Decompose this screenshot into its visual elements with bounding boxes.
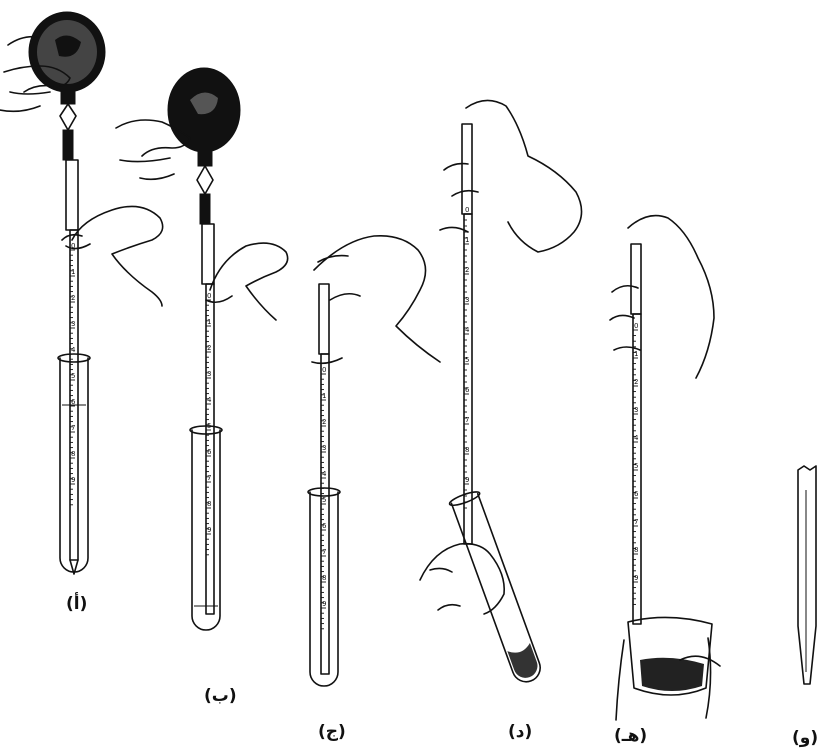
pipette-scales: 0 1 2 3 4 5 6 7 8 9 0 1 2 3 4 5 6 7 8 9 0 1 2 3 4 5 6 7 8 9 0 1 2 3 4 5 6 7 8 9… (70, 206, 639, 629)
scale-label-d: 7 (465, 416, 469, 424)
scale-label-a: 1 (71, 268, 75, 276)
scale-label-e: 5 (634, 462, 638, 470)
hand-a-middle (62, 206, 163, 306)
scale-label-b: 6 (207, 448, 212, 456)
pipette-c (319, 284, 329, 674)
scale-label-a: 9 (71, 476, 75, 484)
scale-label-d: 1 (465, 236, 469, 244)
test-tube-a (58, 354, 90, 572)
scale-label-b: 7 (207, 474, 211, 482)
pipette-a (66, 160, 78, 574)
scale-label-d: 6 (465, 386, 470, 394)
panel-b (116, 68, 288, 630)
panel-a (0, 12, 163, 574)
scale-label-e: 9 (634, 574, 638, 582)
scale-label-c: 5 (322, 496, 326, 504)
hand-e-top (610, 216, 714, 378)
scale-label-e: 7 (634, 518, 638, 526)
scale-label-d: 9 (465, 476, 469, 484)
panel-c (308, 236, 440, 686)
scale-label-c: 8 (322, 574, 326, 582)
scale-label-a: 6 (71, 398, 76, 406)
caption-panel-e: (هـ) (614, 726, 647, 746)
scale-label-c: 1 (322, 392, 326, 400)
caption-panel-c: (ج) (318, 722, 346, 742)
scale-label-c: 9 (322, 600, 326, 608)
caption-panel-d: (د) (508, 722, 532, 742)
scale-label-d: 3 (465, 296, 469, 304)
caption-panel-f: (و) (792, 728, 818, 748)
scale-label-d: 8 (465, 446, 469, 454)
scale-label-d: 5 (465, 356, 469, 364)
scale-label-e: 4 (634, 434, 639, 442)
scale-label-a: 2 (71, 294, 75, 302)
hand-b-middle (206, 243, 288, 320)
scale-label-d: 2 (465, 266, 469, 274)
scale-label-a: 5 (71, 372, 75, 380)
scale-label-b: 3 (207, 370, 211, 378)
scale-label-d: 0 (465, 206, 469, 214)
pipette-tip-f (798, 466, 816, 684)
scale-label-a: 7 (71, 424, 75, 432)
scale-label-a: 0 (71, 242, 75, 250)
hand-d-bottom (420, 544, 504, 614)
scale-label-e: 2 (634, 378, 638, 386)
scale-label-b: 2 (207, 344, 211, 352)
scale-label-c: 3 (322, 444, 326, 452)
panel-f (798, 466, 816, 684)
scale-label-a: 8 (71, 450, 75, 458)
scale-label-d: 4 (465, 326, 470, 334)
caption-panel-b: (ب) (204, 686, 237, 706)
scale-label-e: 6 (634, 490, 639, 498)
scale-label-e: 3 (634, 406, 638, 414)
scale-label-c: 7 (322, 548, 326, 556)
scale-label-e: 8 (634, 546, 638, 554)
hand-c (312, 236, 440, 364)
test-tube-d (448, 489, 546, 686)
scale-label-a: 3 (71, 320, 75, 328)
panel-e (610, 216, 720, 720)
scale-label-b: 0 (207, 292, 211, 300)
scale-label-b: 9 (207, 526, 211, 534)
rubber-bulb-b (168, 68, 240, 224)
caption-panel-a: (أ) (66, 594, 87, 614)
scale-label-b: 1 (207, 318, 211, 326)
scale-label-b: 8 (207, 500, 211, 508)
scale-label-b: 4 (207, 396, 212, 404)
scale-label-a: 4 (71, 346, 76, 354)
panel-d (420, 100, 582, 686)
scale-label-e: 0 (634, 322, 638, 330)
scale-label-b: 5 (207, 422, 211, 430)
scale-label-c: 6 (322, 522, 327, 530)
scale-label-c: 2 (322, 418, 326, 426)
scale-label-c: 0 (322, 366, 326, 374)
scale-label-e: 1 (634, 350, 638, 358)
scale-label-c: 4 (322, 470, 327, 478)
